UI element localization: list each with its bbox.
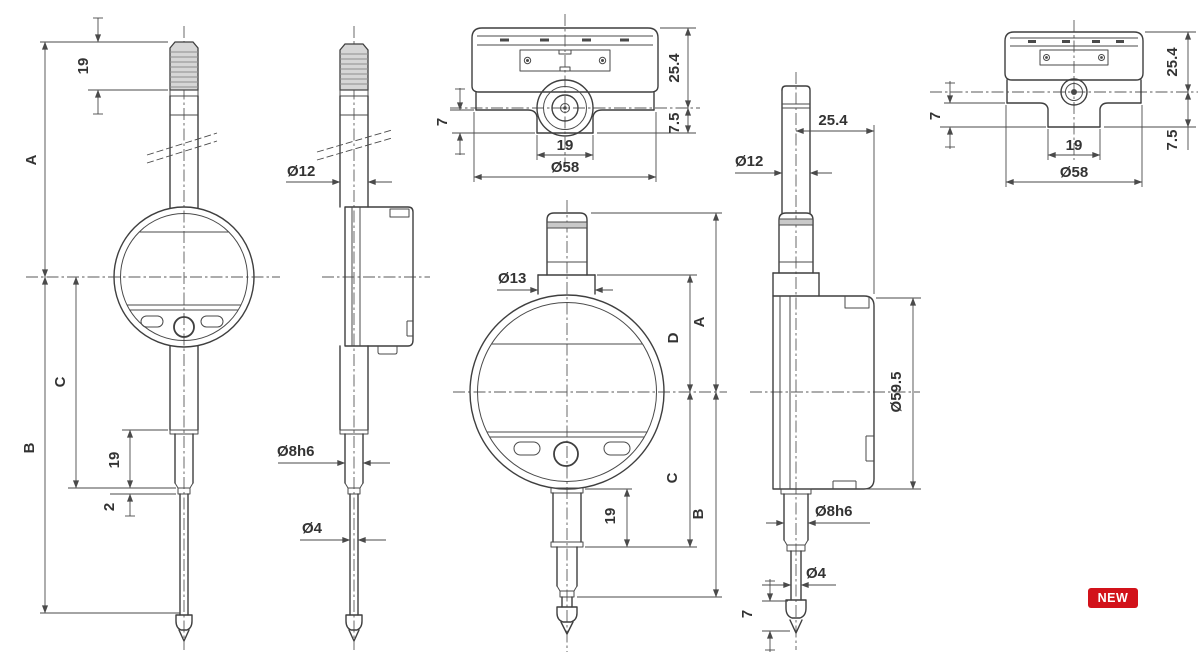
lower-stem-and-spindle <box>169 345 199 642</box>
dim-body-dia: Ø58 <box>551 159 579 176</box>
dimensions-view1: 19 A B C 19 2 <box>21 17 180 614</box>
dim-b2: B <box>690 508 707 519</box>
dim-a2: A <box>691 316 708 327</box>
lifting-cap <box>537 212 596 295</box>
lower-stem-and-spindle-2 <box>550 487 584 635</box>
dim-clamp-dia: Ø8h6 <box>277 443 315 460</box>
housing-top-2 <box>1004 31 1144 81</box>
housing-top <box>471 27 659 93</box>
dim-depth-3: 25.4 <box>1164 47 1181 77</box>
dim-clamp-19: 19 <box>106 452 123 469</box>
mounting-lug-back-2 <box>1006 79 1142 128</box>
dim-body-dia-2: Ø59.5 <box>888 372 905 413</box>
view-front-stem-model: 19 A B C 19 2 <box>21 17 280 650</box>
dim-lug-drop: 7 <box>434 118 451 126</box>
dim-stem-dia: Ø12 <box>287 163 315 180</box>
dim-c: C <box>52 376 69 387</box>
dim-clamp-19-2: 19 <box>602 508 619 525</box>
lower-spindle-2 <box>780 488 812 634</box>
view-front-cap-model: Ø13 A D C B 19 <box>453 200 727 652</box>
dim-lug-width: 19 <box>557 137 574 154</box>
dim-step-2: 2 <box>101 503 118 511</box>
dim-a: A <box>23 154 40 165</box>
housing-side-2 <box>772 295 875 490</box>
dim-contact-dia-2: Ø4 <box>806 565 827 582</box>
dim-body-dia-3: Ø58 <box>1060 164 1088 181</box>
view-top-left: 19 Ø58 25.4 7.5 7 <box>434 14 700 182</box>
dim-contact-len: 7 <box>739 610 756 618</box>
new-badge: NEW <box>1088 588 1138 608</box>
dimensions-view4: Ø13 A D C B 19 <box>497 212 722 598</box>
view-side-stem-model: Ø12 Ø8h6 Ø4 <box>277 26 430 650</box>
dim-b: B <box>21 442 38 453</box>
dial-face <box>113 206 255 348</box>
dim-cap-dia: Ø13 <box>498 270 526 287</box>
dim-lug-height-2: 7.5 <box>1164 130 1181 151</box>
dimensions-view3: 19 Ø58 25.4 7.5 7 <box>434 27 696 182</box>
lifting-cap-side <box>772 212 820 297</box>
housing-side <box>344 206 414 355</box>
dim-d: D <box>665 332 682 343</box>
dim-depth-2: 25.4 <box>818 112 848 129</box>
dim-c2: C <box>664 472 681 483</box>
dimensions-view6: 19 Ø58 25.4 7.5 7 <box>927 31 1196 187</box>
dim-clamp-dia-2: Ø8h6 <box>815 503 853 520</box>
connector-button <box>1060 78 1088 106</box>
dim-lug-drop-2: 7 <box>927 112 944 120</box>
upper-stem <box>781 85 811 214</box>
view-side-cap-model: 25.4 Ø12 Ø59.5 Ø8h6 Ø4 7 <box>735 72 921 652</box>
dim-stem-dia-2: Ø12 <box>735 153 763 170</box>
dim-lug-height: 7.5 <box>666 113 683 134</box>
dim-thread-19: 19 <box>75 58 92 75</box>
dial-face-large <box>469 294 665 490</box>
dim-lug-width-2: 19 <box>1066 137 1083 154</box>
dim-contact-dia: Ø4 <box>302 520 323 537</box>
threaded-stem <box>146 41 218 209</box>
dim-depth: 25.4 <box>666 53 683 83</box>
view-top-right: 19 Ø58 25.4 7.5 7 <box>927 20 1198 187</box>
dimensions-view5: 25.4 Ø12 Ø59.5 Ø8h6 Ø4 7 <box>735 112 921 652</box>
dimensions-view2: Ø12 Ø8h6 Ø4 <box>277 163 392 544</box>
connector-plug <box>536 79 594 137</box>
mounting-lug-back <box>475 91 655 134</box>
